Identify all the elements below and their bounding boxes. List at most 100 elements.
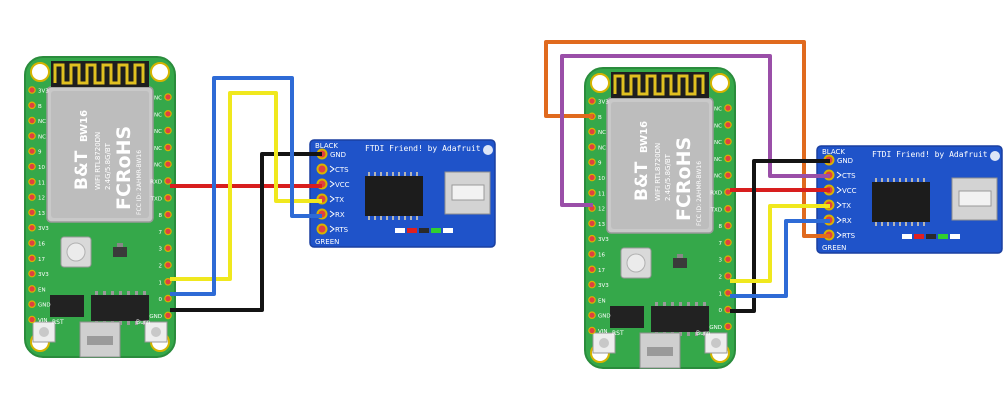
left-pin-left-14: GND (28, 300, 51, 309)
right-pin-right-label-7: 8 (719, 224, 723, 230)
left-pin-right-11: 1 (159, 278, 172, 286)
right-ftdi-green: GREEN (822, 244, 846, 252)
right-pin-right-2: NC (714, 137, 732, 146)
right-pin-left-label-3: NC (598, 145, 606, 151)
right-pin-left-0: 3V3 (588, 97, 609, 106)
left-pin-left-label-2: NC (38, 119, 46, 125)
left-wire-yellow (170, 91, 322, 281)
right-pin-left-15: VIN (588, 326, 608, 335)
left-pin-right-label-12: 0 (159, 297, 163, 303)
right-pin-right-9: 3 (719, 255, 732, 264)
right-pin-left-11: 17 (588, 265, 605, 274)
right-wire-orange (544, 40, 830, 238)
right-wire-yellow (730, 204, 830, 283)
left-pin-left-15: VIN (28, 315, 48, 324)
left-pin-left-0: 3V3 (28, 86, 49, 95)
right-pin-left-14: GND (588, 311, 611, 320)
left-pin-right-0: NC (154, 93, 172, 102)
left-pin-left-label-12: 3V3 (38, 272, 49, 278)
left-pin-right-7: 8 (159, 210, 172, 219)
left-module-model: BW16 (79, 110, 90, 142)
left-pin-left-4: 9 (28, 147, 42, 156)
right-pin-right-0: NC (714, 104, 732, 113)
left-pin-left-1: B (28, 101, 42, 110)
left-ftdi-pin-cts: CTS (316, 163, 349, 175)
right-pin-right-7: 8 (719, 221, 732, 230)
left-burn-label: Burn (136, 319, 150, 326)
left-ftdi-black: BLACK (315, 142, 338, 150)
right-pin-left-8: 13 (588, 219, 605, 228)
left-pin-right-8: 7 (159, 227, 172, 236)
right-pin-right-4: NC (714, 171, 732, 180)
left-wire-gnd-black (170, 152, 322, 312)
left-pin-left-label-11: 17 (38, 257, 45, 263)
right-ftdi-pin-label-3: TX (841, 202, 851, 210)
left-pin-left-11: 17 (28, 254, 45, 263)
left-ftdi-pin-rts: RTS (316, 223, 349, 235)
left-pin-right-label-9: 3 (159, 247, 163, 253)
left-pin-left-7: 12 (28, 193, 45, 202)
right-wire-blue (730, 219, 830, 298)
right-pin-right-label-1: NC (714, 123, 722, 129)
left-pin-left-label-3: NC (38, 134, 46, 140)
right-pin-left-6: 11 (588, 189, 605, 197)
left-pin-left-label-5: 10 (38, 165, 45, 171)
left-pin-left-label-15: VIN (38, 318, 48, 324)
left-pin-left-label-0: 3V3 (38, 89, 49, 95)
left-pin-left-label-14: GND (38, 303, 51, 309)
right-pin-left-label-11: 17 (598, 268, 605, 274)
right-pin-right-label-4: NC (714, 174, 722, 180)
right-pin-left-2: NC (588, 127, 606, 136)
right-pin-left-9: 3V3 (588, 234, 609, 243)
left-pin-left-9: 3V3 (28, 223, 49, 232)
right-rst-label: RST (612, 330, 624, 337)
left-pin-left-8: 13 (28, 208, 45, 217)
right-module-fccid: FCC ID: 2AHMR-BW16 (696, 161, 703, 226)
left-pin-right-9: 3 (159, 244, 172, 253)
right-pin-right-1: NC (714, 120, 732, 129)
right-pin-left-label-6: 11 (598, 191, 605, 197)
left-pin-left-label-9: 3V3 (38, 226, 49, 232)
right-pin-left-label-14: GND (598, 314, 611, 320)
left-pin-left-label-6: 11 (38, 180, 45, 186)
right-pin-left-label-4: 9 (598, 161, 602, 167)
right-pin-right-8: 7 (719, 238, 732, 247)
right-pin-left-label-10: 16 (598, 253, 605, 259)
left-ftdi-pin-label-0: GND (330, 151, 346, 159)
left-pin-left-12: 3V3 (28, 269, 49, 278)
left-pin-left-3: NC (28, 132, 46, 140)
right-ftdi-pin-label-1: CTS (842, 172, 856, 180)
left-pin-right-label-2: NC (154, 129, 162, 135)
left-pin-left-label-4: 9 (38, 150, 42, 156)
left-pin-right-1: NC (154, 109, 172, 118)
right-ftdi-black: BLACK (822, 148, 845, 156)
left-pin-right-2: NC (154, 126, 172, 135)
right-pin-right-label-5: RXD (710, 191, 722, 197)
left-pin-right-12: 0 (159, 294, 172, 303)
right-ftdi-pin-label-4: RX (842, 217, 852, 225)
right-module-model: BW16 (639, 121, 650, 153)
right-pin-left-label-2: NC (598, 130, 606, 136)
left-pin-left-13: EN (28, 285, 46, 293)
right-module-brand: B&T (632, 161, 652, 201)
right-module-line1: WIFI RTL8720DN (654, 143, 662, 201)
right-pin-right-label-10: 2 (719, 275, 723, 281)
left-pin-right-label-1: NC (154, 112, 162, 118)
right-pin-right-label-12: 0 (719, 308, 723, 314)
right-pin-left-label-0: 3V3 (598, 100, 609, 106)
right-pin-right-13: GND (709, 322, 732, 331)
right-ftdi-pin-label-2: VCC (842, 187, 857, 195)
left-pin-left-label-10: 16 (38, 242, 45, 248)
right-pin-right-6: TXD (710, 205, 732, 213)
right-pin-left-4: 9 (588, 158, 602, 167)
right-pin-left-13: EN (588, 296, 606, 304)
left-pin-right-label-10: 2 (159, 264, 163, 270)
left-ftdi-pin-label-4: RX (335, 211, 345, 219)
left-ftdi-board: FTDI Friend! by Adafruit BLACK GREEN GND… (309, 139, 496, 248)
right-pin-left-5: 10 (588, 173, 605, 182)
right-pin-right-label-3: NC (714, 157, 722, 163)
